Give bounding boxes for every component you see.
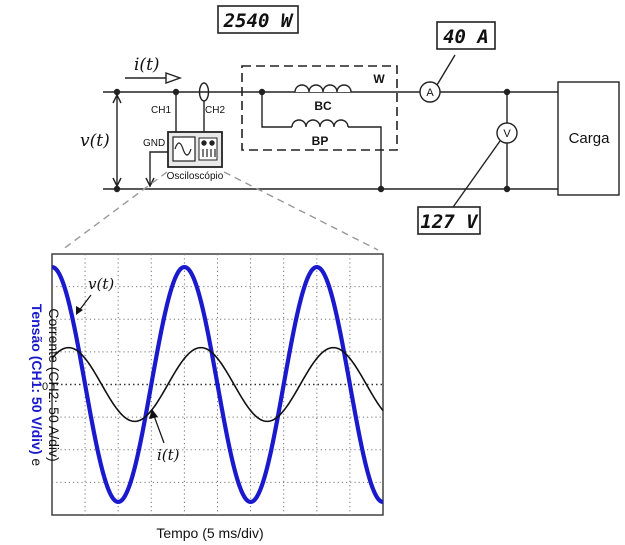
zoom-line-left (61, 171, 168, 251)
ammeter (419, 81, 441, 103)
ammeter-symbol: A (426, 87, 434, 99)
load-label: Carga (569, 130, 611, 147)
annotation-i: i(t) (157, 446, 180, 464)
ammeter-pointer (436, 54, 456, 86)
current-coil-label: BC (314, 99, 332, 113)
current-coil (294, 84, 352, 93)
circuit (61, 5, 620, 251)
ammeter-display (436, 21, 496, 50)
scope-chart: 0 v(t) i(t) Tempo (5 ms/div) Tensão (CH1… (29, 253, 384, 541)
annotation-i-arrow (152, 412, 165, 444)
gnd-label: GND (143, 138, 165, 149)
load-box (557, 81, 620, 196)
ch1-probe-dot (172, 88, 180, 96)
current-waveform (51, 346, 384, 423)
current-label: i(t) (134, 55, 160, 75)
wattmeter-reading: 2540 W (223, 10, 294, 32)
potential-coil (291, 119, 349, 128)
potential-coil-wire (261, 92, 292, 128)
scope-curves (51, 264, 384, 505)
y-axis-label: Tensão (CH1: 50 V/div) e (29, 304, 45, 467)
wattmeter-box (241, 65, 398, 151)
oscilloscope-screen (172, 136, 196, 162)
y-axis-label-voltage: Tensão (CH1: 50 V/div) (29, 304, 45, 455)
wattmeter-display (217, 5, 299, 34)
circuit-labels: 2540 W 40 A 127 V i(t) v(t) CH1 CH2 GND … (80, 10, 610, 233)
y-zero-tick-label: 0 (42, 381, 48, 393)
voltage-waveform (51, 264, 384, 505)
wattmeter-label: W (373, 72, 385, 86)
voltmeter-reading: 127 V (420, 211, 479, 233)
voltmeter-symbol: V (503, 128, 511, 140)
annotation-v: v(t) (88, 275, 114, 293)
zoom-line-right (223, 171, 379, 251)
ch1-label: CH1 (151, 105, 171, 116)
x-axis-label: Tempo (5 ms/div) (156, 525, 263, 541)
ch2-label: CH2 (205, 105, 225, 116)
gnd-wire (149, 151, 168, 185)
oscilloscope-wave-icon (174, 142, 192, 156)
voltage-label: v(t) (80, 131, 110, 151)
y-axis-label-current: Corrente (CH2: 50 A/div) (46, 308, 62, 461)
y-axis-label-and: e (29, 454, 45, 466)
potential-coil-label: BP (312, 134, 329, 148)
voltmeter (496, 122, 518, 144)
voltmeter-display (417, 206, 481, 235)
oscilloscope-label: Osciloscópio (167, 171, 224, 182)
ammeter-reading: 40 A (443, 26, 489, 48)
voltmeter-pointer (450, 140, 501, 211)
